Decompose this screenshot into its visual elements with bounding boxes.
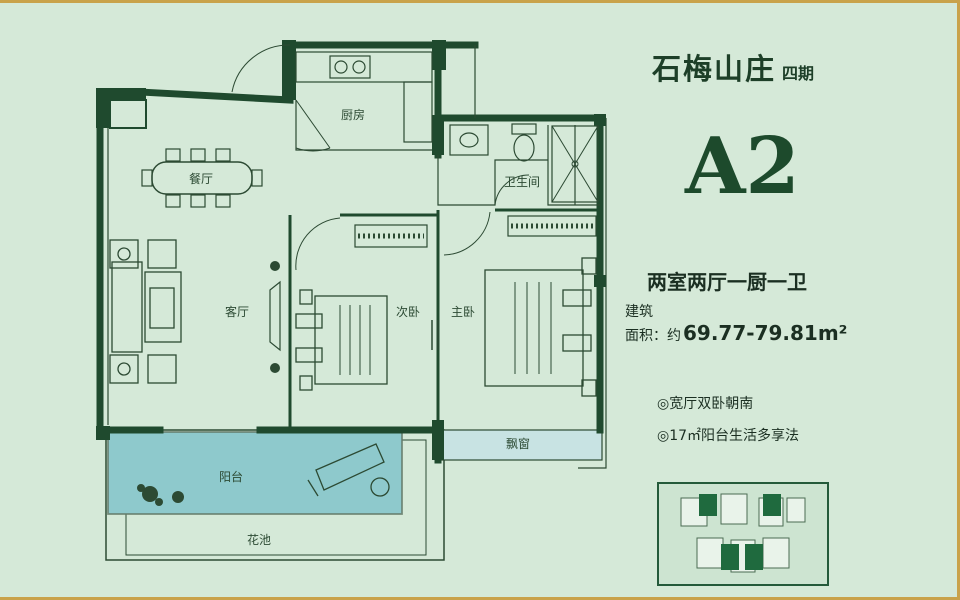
toilet-icon [511, 123, 537, 135]
master-bed-icon [484, 257, 597, 397]
feature-item-2: ◎17㎡阳台生活多享法 [657, 428, 800, 444]
room-label-dining: 餐厅 [189, 171, 213, 186]
room-label-master-bedroom: 主卧 [451, 305, 475, 319]
kitchen-counter [295, 51, 433, 83]
key-plan-map [657, 482, 829, 586]
gold-border-right [957, 0, 960, 600]
room-label-planter: 花池 [247, 532, 271, 547]
area-label-line2: 面积：约 [625, 328, 681, 344]
plant-icon [137, 484, 184, 506]
area-label-line1: 建筑 [625, 304, 653, 320]
area-unit: m² [817, 321, 848, 345]
room-label-balcony: 阳台 [219, 469, 243, 484]
sofa-set-icon [109, 239, 182, 384]
key-plan-diagram [680, 493, 806, 573]
shower-icon [551, 125, 599, 203]
unit-code: A2 [685, 121, 800, 212]
second-bedroom-bed-icon [295, 289, 388, 391]
lounge-chair-icon [307, 443, 390, 497]
unit-layout: 两室两厅一厨一卫 [647, 270, 807, 294]
sink-icon [449, 124, 489, 156]
room-label-bay-window: 飘窗 [506, 437, 530, 451]
stove-icon [329, 55, 371, 79]
wardrobe-second-icon [354, 224, 428, 248]
project-name: 石梅山庄 [652, 52, 777, 86]
project-title: 石梅山庄四期 [652, 46, 814, 88]
room-label-bathroom: 卫生间 [504, 175, 540, 189]
feature-item-1: ◎宽厅双卧朝南 [657, 396, 754, 412]
wardrobe-master-icon [507, 215, 597, 237]
room-label-second-bedroom: 次卧 [396, 305, 420, 319]
room-label-living: 客厅 [225, 304, 249, 319]
gold-border-bottom [0, 597, 960, 600]
gold-border-top [0, 0, 960, 3]
project-phase: 四期 [782, 64, 815, 83]
room-label-kitchen: 厨房 [341, 107, 365, 122]
area-value: 69.77-79.81 [683, 321, 818, 345]
tv-cabinet-icon [269, 280, 281, 352]
